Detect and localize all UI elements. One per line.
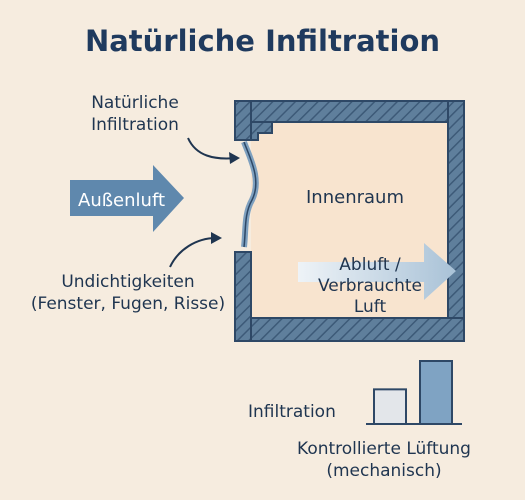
diagram-title: Natürliche Infiltration bbox=[84, 24, 441, 58]
exhaust-label-line3: Luft bbox=[353, 297, 387, 317]
controlled-ventilation-label-line1: Kontrollierte Lüftung bbox=[297, 439, 471, 459]
wall-left-upper bbox=[234, 100, 252, 141]
comparison-bar bbox=[419, 360, 453, 425]
infiltration-bar-label: Infiltration bbox=[248, 402, 336, 422]
comparison-bar bbox=[373, 388, 407, 426]
natural-infiltration-label: Natürliche Infiltration bbox=[60, 92, 210, 136]
outside-air-arrow bbox=[70, 165, 184, 232]
leaks-label-line1: Undichtigkeiten bbox=[61, 272, 195, 292]
leaks-label-line2: (Fenster, Fugen, Risse) bbox=[30, 294, 226, 314]
leak-gap-outline bbox=[243, 141, 257, 248]
comparison-bars bbox=[366, 360, 462, 426]
leak-pointer bbox=[169, 237, 217, 268]
exhaust-label-line2: Verbrauchte bbox=[318, 276, 422, 296]
exhaust-arrow bbox=[298, 243, 456, 300]
exhaust-label-line1: Abluft / bbox=[339, 255, 401, 275]
wall-step bbox=[250, 121, 273, 141]
leak-pointer-head bbox=[211, 232, 222, 244]
exhaust-label: Abluft / Verbrauchte Luft bbox=[300, 255, 440, 318]
wall-left-lower bbox=[234, 251, 252, 342]
outside-air-label: Außenluft bbox=[78, 190, 166, 211]
infiltration-pointer bbox=[187, 137, 237, 160]
building-walls bbox=[234, 100, 465, 342]
wall-bottom bbox=[234, 317, 465, 342]
controlled-ventilation-label: Kontrollierte Lüftung (mechanisch) bbox=[284, 438, 484, 482]
wall-top bbox=[234, 100, 465, 123]
wall-right bbox=[447, 100, 465, 342]
interior-room bbox=[251, 122, 448, 318]
natural-infiltration-label-line1: Natürliche bbox=[91, 93, 179, 113]
natural-infiltration-label-line2: Infiltration bbox=[91, 115, 179, 135]
interior-label: Innenraum bbox=[306, 187, 404, 208]
controlled-ventilation-label-line2: (mechanisch) bbox=[326, 461, 442, 481]
leaks-label: Undichtigkeiten (Fenster, Fugen, Risse) bbox=[18, 271, 238, 315]
infiltration-pointer-head bbox=[229, 152, 240, 164]
